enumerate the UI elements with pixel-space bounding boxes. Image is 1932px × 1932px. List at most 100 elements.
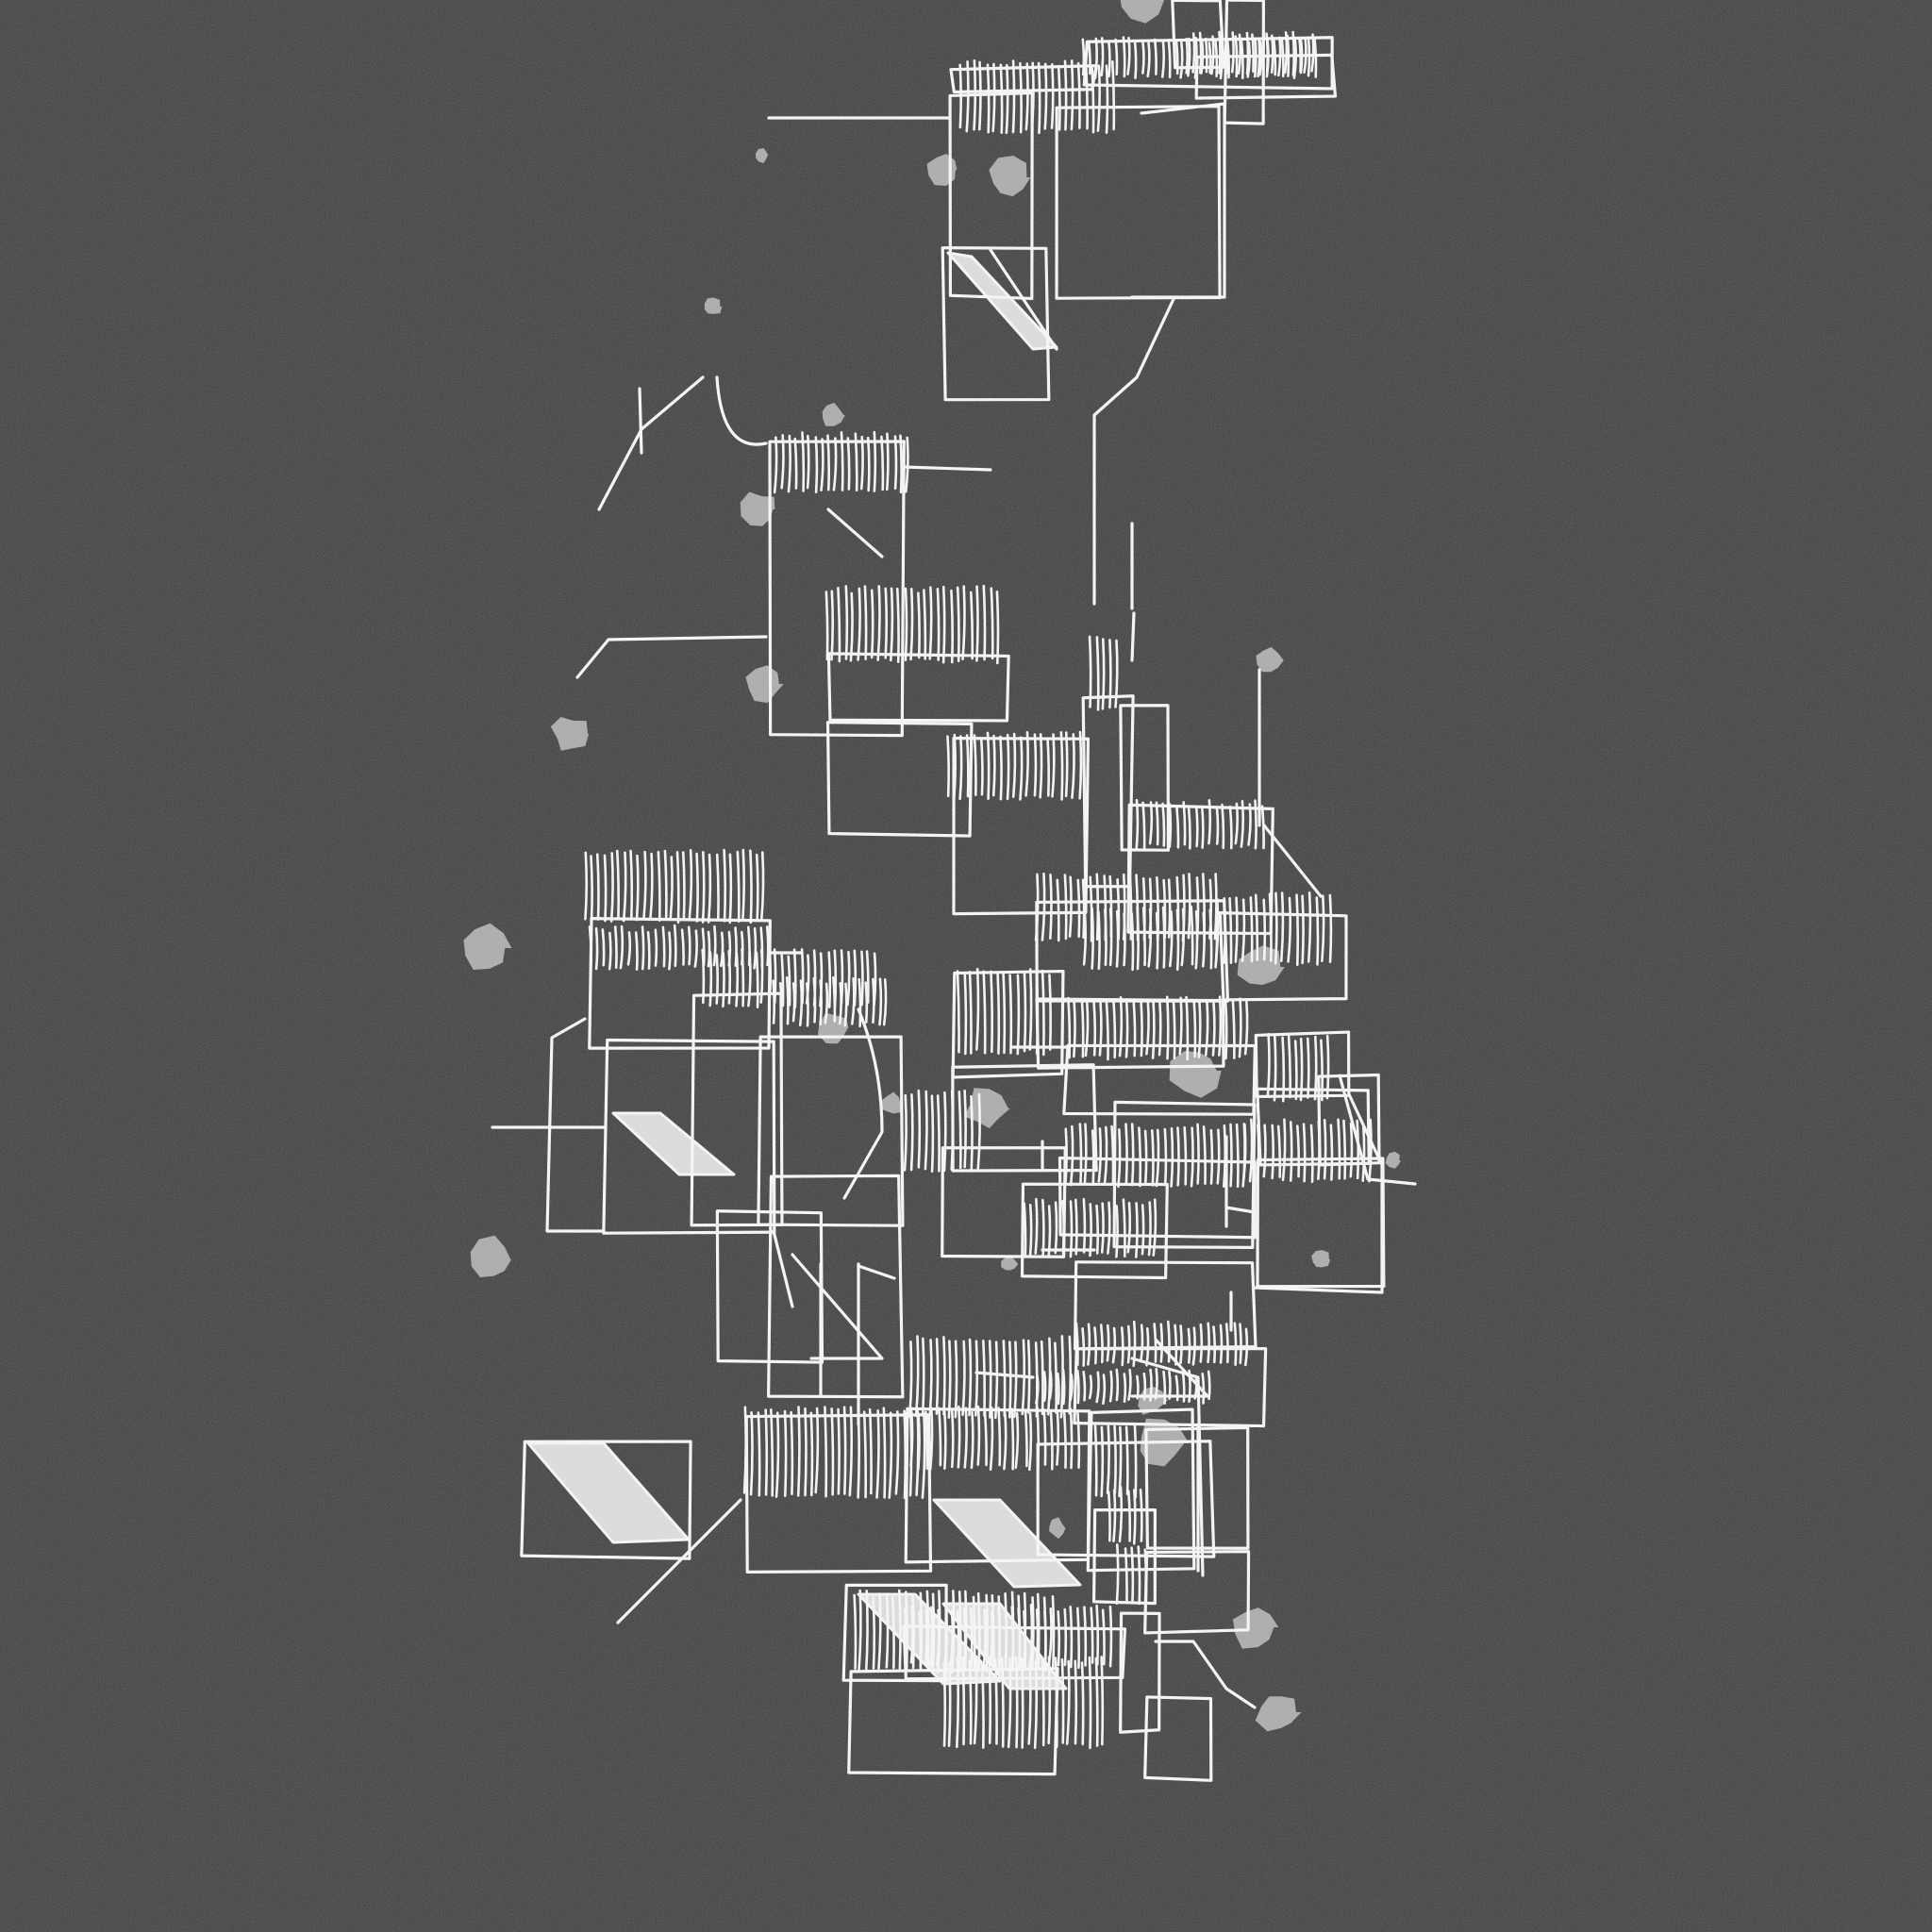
- hatch-stroke: [1192, 999, 1197, 1058]
- hatch-stroke: [1078, 730, 1083, 800]
- hatch-stroke: [1011, 59, 1016, 134]
- hatch-stroke: [757, 1411, 761, 1497]
- hatch-stroke: [1208, 42, 1212, 75]
- hatch-stroke: [1115, 1543, 1120, 1606]
- hatch-stroke: [1097, 1127, 1103, 1183]
- hatch-stroke: [1124, 1000, 1129, 1058]
- hatch-stroke: [1170, 1126, 1174, 1188]
- hatch-stroke: [681, 851, 686, 921]
- hatch-stroke: [921, 1412, 926, 1499]
- hatch-stroke: [1105, 64, 1109, 134]
- hatch-stroke: [824, 1406, 828, 1498]
- hatch-stroke: [1176, 1126, 1180, 1187]
- hatch-stroke: [1329, 1124, 1334, 1181]
- hatch-band-5: [946, 730, 1083, 801]
- hatch-stroke: [1155, 801, 1159, 846]
- grey-blob-5: [822, 402, 845, 426]
- hatch-stroke: [1251, 33, 1256, 74]
- hatch-stroke: [1257, 37, 1261, 78]
- hatch-stroke: [1051, 733, 1056, 798]
- hatch-stroke: [875, 1409, 880, 1499]
- hatch-stroke: [1280, 39, 1285, 77]
- hatch-stroke: [1118, 1485, 1124, 1543]
- hatch-stroke: [1028, 1204, 1033, 1257]
- hatch-stroke: [1262, 1124, 1267, 1178]
- hatch-band-32: [1115, 1543, 1148, 1607]
- hatch-stroke: [783, 1409, 788, 1498]
- hatch-stroke: [675, 850, 680, 924]
- hatch-stroke: [1168, 1370, 1172, 1400]
- hatch-stroke: [1218, 995, 1223, 1057]
- hatch-stroke: [1200, 40, 1205, 75]
- hatch-stroke: [1069, 1200, 1074, 1258]
- hatch-stroke: [755, 853, 759, 921]
- hatch-stroke: [1093, 37, 1098, 80]
- hatch-stroke: [1074, 1322, 1079, 1367]
- hatch-stroke: [1266, 1032, 1271, 1098]
- hatch-stroke: [806, 982, 809, 1027]
- box-outline-33: [1073, 1260, 1257, 1351]
- hatch-stroke: [1108, 41, 1111, 78]
- hatch-stroke: [1277, 36, 1282, 77]
- hatch-stroke: [973, 734, 977, 796]
- hatch-stroke: [1100, 37, 1105, 76]
- hatch-stroke: [1082, 1197, 1087, 1254]
- hatch-stroke: [1147, 1201, 1152, 1257]
- hatch-stroke: [767, 952, 773, 1007]
- hatch-stroke: [1163, 1127, 1168, 1187]
- hatch-stroke: [1208, 798, 1212, 845]
- hatch-stroke: [1132, 1489, 1137, 1545]
- grey-blob-14: [963, 1088, 1010, 1129]
- hatch-stroke: [1088, 1656, 1092, 1750]
- hatch-band-11: [584, 848, 765, 924]
- hatch-stroke: [979, 738, 984, 796]
- hatch-stroke: [999, 63, 1004, 135]
- hatch-stroke: [859, 435, 864, 491]
- hatch-stroke: [1313, 1035, 1318, 1101]
- connector-line-3: [989, 248, 1058, 351]
- hatch-stroke: [936, 588, 941, 661]
- hatch-stroke: [728, 853, 733, 924]
- hatch-stroke: [958, 1091, 962, 1170]
- hatch-group: [584, 30, 1373, 1750]
- hatch-stroke: [1196, 1123, 1200, 1185]
- hatch-stroke: [991, 62, 996, 133]
- hatch-stroke: [963, 1089, 967, 1169]
- hatch-stroke: [1101, 1608, 1106, 1666]
- hatch-stroke: [917, 1089, 922, 1169]
- hatch-stroke: [1218, 30, 1222, 75]
- hatch-stroke: [1074, 1659, 1078, 1745]
- hatch-stroke: [943, 1410, 947, 1471]
- grey-blob-4: [756, 148, 769, 163]
- hatch-stroke: [1141, 801, 1146, 850]
- hatch-stroke: [1088, 1374, 1093, 1400]
- hatch-stroke: [1211, 1002, 1216, 1057]
- hatch-stroke: [1076, 1411, 1081, 1470]
- connector-line-7: [575, 635, 768, 679]
- hatch-stroke: [942, 1091, 947, 1173]
- hatch-stroke: [1049, 874, 1053, 941]
- hatch-stroke: [1302, 1123, 1307, 1183]
- hatch-stroke: [1134, 1202, 1139, 1258]
- box-outline-10: [825, 721, 974, 838]
- hatch-stroke: [997, 1407, 1002, 1467]
- hatch-stroke: [641, 925, 645, 971]
- hatch-band-3: [773, 430, 909, 494]
- hatch-stroke: [950, 1090, 955, 1171]
- hatch-stroke: [1229, 1123, 1233, 1188]
- hatch-stroke: [999, 735, 1003, 801]
- hatch-stroke: [712, 924, 717, 967]
- hatch-stroke: [1087, 1323, 1091, 1366]
- hatch-stroke: [865, 950, 870, 1004]
- hatch-stroke: [860, 950, 864, 1007]
- box-outline-9: [826, 652, 1010, 723]
- hatch-stroke: [1254, 893, 1259, 961]
- hatch-stroke: [635, 854, 640, 922]
- hatch-stroke: [1240, 800, 1245, 848]
- hatch-stroke: [1281, 1036, 1286, 1103]
- diagonal-shard-group: [526, 251, 1082, 1690]
- hatch-stroke: [1256, 1124, 1260, 1182]
- connector-line-31: [1154, 1640, 1257, 1709]
- hatch-stroke: [1140, 1324, 1144, 1363]
- box-outline-37: [1143, 1550, 1251, 1635]
